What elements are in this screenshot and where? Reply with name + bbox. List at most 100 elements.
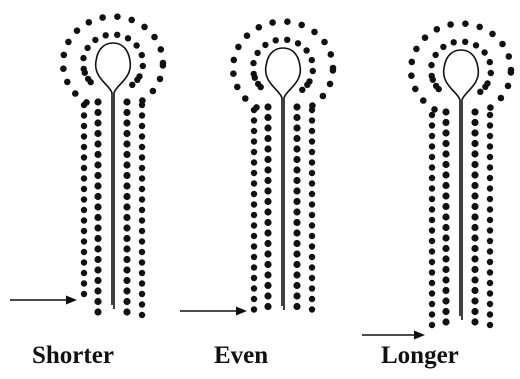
inner-head-dot (262, 42, 268, 48)
outer-right-dot (309, 107, 315, 113)
panel-even (180, 18, 336, 315)
outer-left-dot (81, 291, 87, 297)
outer-left-dot (81, 144, 87, 150)
outer-head-dot (462, 20, 469, 27)
outer-head-dot (320, 93, 327, 100)
outer-right-dot (309, 233, 315, 239)
inner-head-dot (429, 73, 435, 79)
outer-right-dot (139, 186, 145, 192)
outer-left-dot (81, 175, 87, 181)
outer-head-dot (505, 83, 512, 90)
outer-right-dot (487, 227, 493, 233)
inner-left-dot (264, 282, 271, 289)
inner-left-dot (264, 103, 271, 110)
inner-left-dot (264, 303, 271, 310)
outer-head-dot (409, 59, 416, 66)
outer-right-dot (309, 264, 315, 270)
outer-head-dot (420, 97, 427, 104)
inner-head-dot (304, 82, 310, 88)
inner-left-dot (94, 224, 101, 231)
inner-head-dot (462, 39, 468, 45)
outer-head-dot (99, 14, 106, 21)
outer-left-dot (251, 296, 257, 302)
inner-right-dot (471, 276, 478, 283)
inner-head-dot (433, 83, 439, 89)
outer-left-dot (251, 285, 257, 291)
outer-left-dot (81, 123, 87, 129)
inner-left-dot (94, 182, 101, 189)
inner-left-dot (442, 308, 449, 315)
outer-left-dot (81, 217, 87, 223)
inner-left-dot (94, 130, 101, 137)
outer-right-dot (487, 238, 493, 244)
inner-right-dot (471, 108, 478, 115)
inner-right-dot (471, 266, 478, 273)
outer-left-dot (429, 238, 435, 244)
outer-right-dot (309, 180, 315, 186)
inner-left-dot (442, 297, 449, 304)
inner-left-dot (264, 229, 271, 236)
inner-left-dot (442, 140, 449, 147)
inner-left-dot (442, 318, 449, 325)
inner-head-dot (84, 45, 90, 51)
inner-left-dot (264, 208, 271, 215)
outer-right-dot (487, 185, 493, 191)
inner-head-dot (299, 87, 305, 93)
inner-right-dot (471, 150, 478, 157)
outer-right-dot (139, 249, 145, 255)
inner-head-dot (451, 39, 457, 45)
outer-left-dot (429, 322, 435, 328)
inner-right-dot (293, 166, 300, 173)
outer-left-dot (81, 154, 87, 160)
outer-left-dot (429, 154, 435, 160)
outer-left-dot (251, 306, 257, 312)
outer-right-dot (309, 191, 315, 197)
outer-right-dot (309, 201, 315, 207)
outer-right-dot (139, 280, 145, 286)
inner-left-dot (264, 271, 271, 278)
inner-left-dot (442, 234, 449, 241)
outer-left-dot (429, 248, 435, 254)
inner-head-dot (428, 62, 434, 68)
panel-longer (362, 20, 514, 339)
inner-left-dot (442, 150, 449, 157)
arrow-head (414, 331, 425, 340)
outer-left-dot (429, 164, 435, 170)
arrow-head (236, 307, 247, 316)
inner-left-dot (94, 256, 101, 263)
inner-right-dot (293, 124, 300, 131)
outer-left-dot (429, 196, 435, 202)
outer-right-dot (487, 322, 493, 328)
outer-head-dot (487, 104, 494, 111)
inner-left-dot (264, 114, 271, 121)
outer-head-dot (431, 106, 438, 113)
outer-right-dot (487, 301, 493, 307)
inner-right-dot (123, 98, 130, 105)
outer-right-dot (309, 296, 315, 302)
outer-head-dot (269, 19, 276, 26)
inner-left-dot (442, 119, 449, 126)
inner-head-dot (284, 37, 290, 43)
inner-right-dot (471, 129, 478, 136)
inner-left-dot (442, 287, 449, 294)
outer-left-dot (81, 228, 87, 234)
outer-right-dot (487, 122, 493, 128)
inner-left-dot (94, 287, 101, 294)
inner-head-dot (303, 47, 309, 53)
outer-right-dot (487, 311, 493, 317)
inner-left-dot (94, 308, 101, 315)
outer-left-dot (429, 290, 435, 296)
inner-head-dot (133, 42, 139, 48)
outer-head-dot (327, 81, 334, 88)
outer-head-dot (242, 95, 249, 102)
label-shorter: Shorter (32, 342, 114, 370)
outer-left-dot (81, 280, 87, 286)
inner-left-dot (264, 166, 271, 173)
outer-left-dot (81, 196, 87, 202)
outer-head-dot (234, 84, 241, 91)
outer-right-dot (487, 175, 493, 181)
inner-left-dot (442, 182, 449, 189)
outer-left-dot (81, 270, 87, 276)
inner-right-dot (471, 203, 478, 210)
outer-head-dot (151, 34, 158, 41)
